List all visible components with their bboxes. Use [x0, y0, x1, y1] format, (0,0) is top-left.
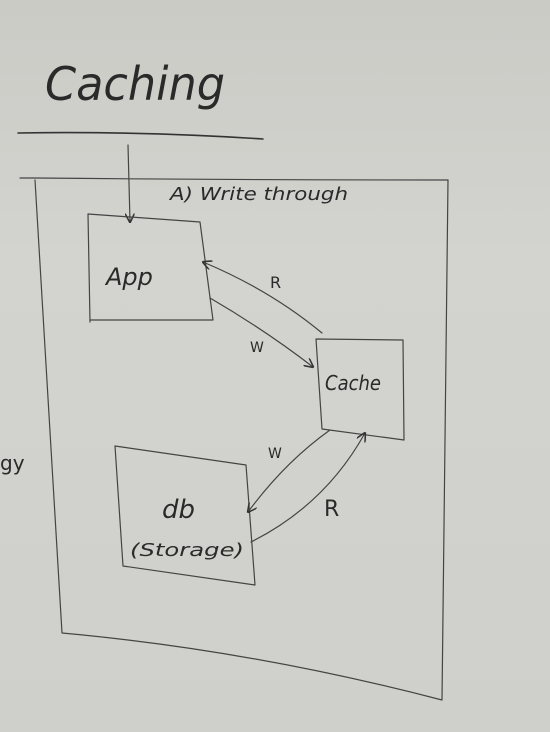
edge-cache-to-db — [248, 429, 331, 512]
edge-cache-to-db-label: W — [268, 446, 282, 462]
section-label: A) Write through — [169, 184, 348, 205]
edge-cache-to-app — [203, 262, 323, 334]
entry-arrow — [128, 144, 130, 222]
cache-box — [315, 338, 405, 441]
db-label: db — [162, 495, 195, 525]
edge-app-to-cache-label: W — [250, 340, 264, 356]
title-underline — [17, 131, 264, 140]
edge-db-to-cache-label: R — [324, 497, 339, 522]
page-title: Caching — [45, 57, 225, 111]
db-sublabel: (Storage) — [130, 540, 244, 561]
cache-label: Cache — [325, 371, 381, 395]
outer-frame — [19, 177, 449, 701]
app-box — [87, 213, 214, 323]
edge-db-to-cache — [250, 433, 365, 543]
edge-app-to-cache — [209, 297, 313, 367]
edge-cache-to-app-label: R — [270, 273, 281, 292]
app-label: App — [104, 263, 153, 291]
db-box — [114, 445, 256, 586]
margin-fragment: gy — [0, 451, 25, 475]
